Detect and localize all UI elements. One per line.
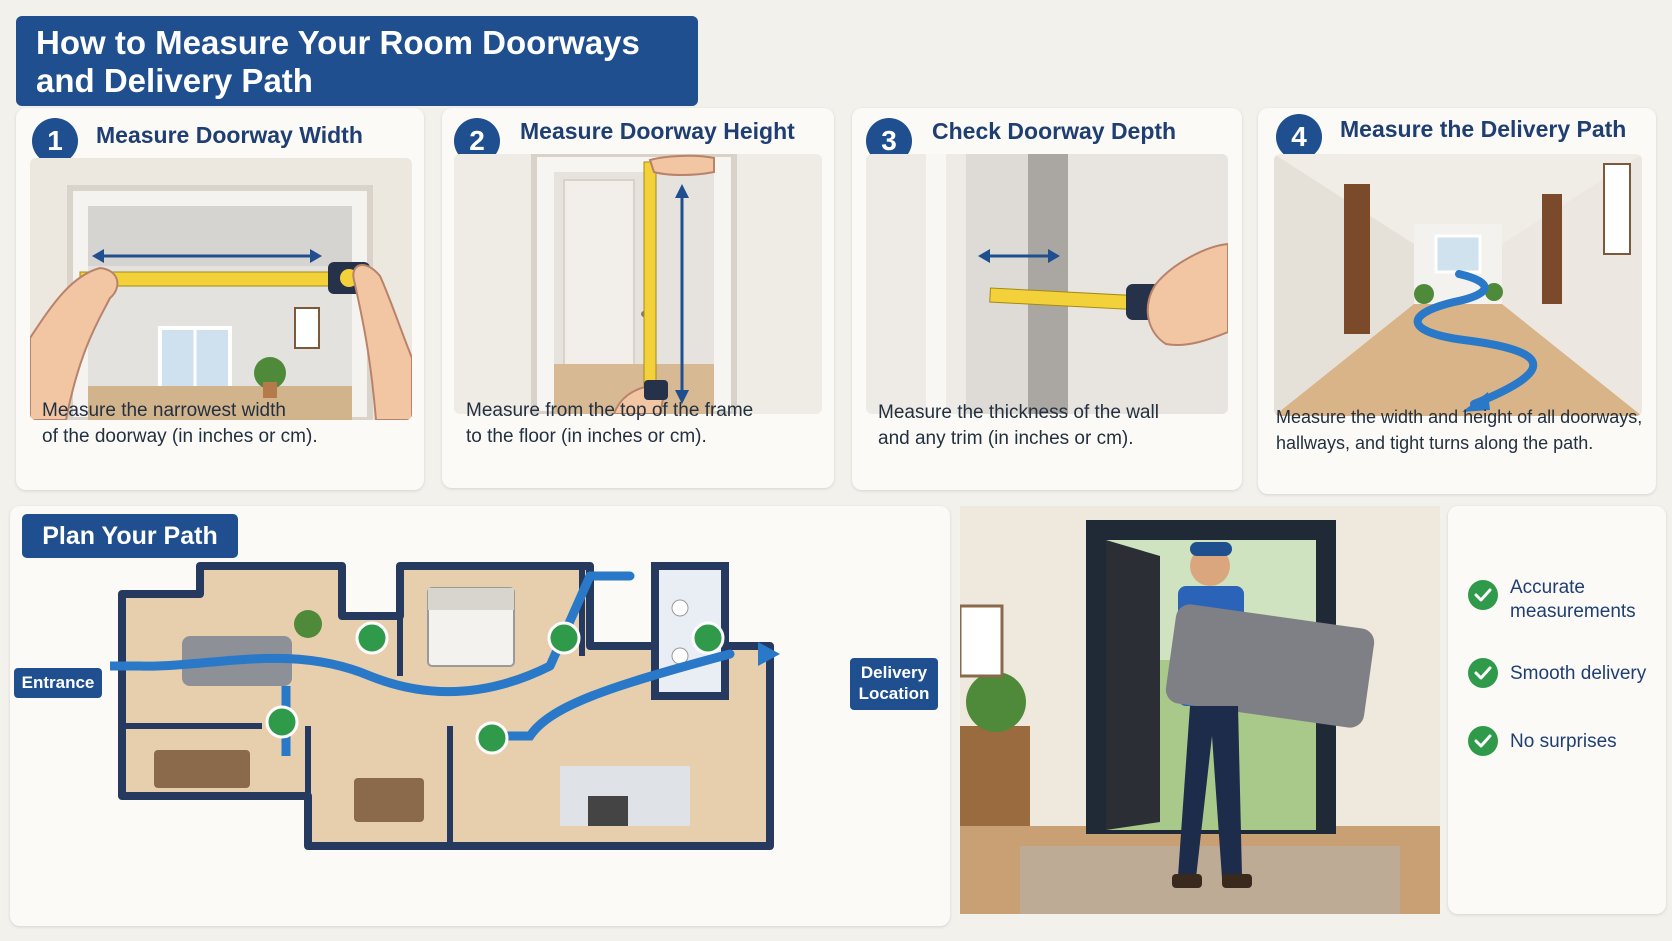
step-desc-4-line1: Measure the width and height of all door…	[1276, 407, 1643, 427]
plan-title: Plan Your Path	[22, 514, 238, 558]
step-title-4: Measure the Delivery Path	[1340, 116, 1627, 142]
step-desc-1-line2: of the doorway (in inches or cm).	[42, 426, 318, 447]
doorway-height-illustration	[454, 154, 822, 414]
delivery-label-line2: Location	[858, 684, 930, 703]
benefit-accurate: Accurate measurements	[1510, 576, 1636, 624]
doorway-depth-illustration	[866, 154, 1228, 414]
step-desc-3-line2: and any trim (in inches or cm).	[878, 428, 1134, 449]
step-card-3: 3 Check Doorway Depth Measure the thickn…	[852, 108, 1242, 490]
delivery-label-line1: Delivery	[860, 663, 928, 682]
page-title-line2: and Delivery Path	[36, 62, 313, 99]
step-number-1: 1	[32, 118, 78, 164]
title-banner: How to Measure Your Room Doorways and De…	[16, 16, 698, 106]
benefit-smooth-line1: Smooth delivery	[1510, 663, 1647, 684]
step-desc-3-line1: Measure the thickness of the wall	[878, 402, 1159, 423]
benefit-smooth: Smooth delivery	[1510, 662, 1646, 686]
page-title-line1: How to Measure Your Room Doorways	[36, 24, 640, 61]
benefit-no-surprises: No surprises	[1510, 730, 1617, 754]
step-desc-2: Measure from the top of the frame to the…	[466, 398, 753, 450]
benefits-panel	[1448, 506, 1666, 914]
entrance-label: Entrance	[14, 668, 102, 698]
step-desc-1-line1: Measure the narrowest width	[42, 400, 286, 421]
delivery-person-illustration	[960, 506, 1440, 914]
check-icon-accurate	[1468, 580, 1498, 610]
step-desc-4: Measure the width and height of all door…	[1276, 404, 1642, 456]
benefit-accurate-line1: Accurate	[1510, 577, 1585, 598]
step-card-1: 1 Measure Doorway Width Measure the narr…	[16, 108, 424, 490]
check-icon-smooth	[1468, 658, 1498, 688]
benefit-accurate-line2: measurements	[1510, 601, 1636, 622]
step-desc-2-line2: to the floor (in inches or cm).	[466, 426, 707, 447]
step-desc-2-line1: Measure from the top of the frame	[466, 400, 754, 421]
step-number-4: 4	[1276, 114, 1322, 160]
step-desc-3: Measure the thickness of the wall and an…	[878, 400, 1159, 452]
step-desc-1: Measure the narrowest width of the doorw…	[42, 398, 318, 450]
step-title-2: Measure Doorway Height	[520, 118, 795, 144]
doorway-width-illustration	[30, 158, 412, 420]
delivery-path-illustration	[1274, 154, 1642, 416]
check-icon-no-surprises	[1468, 726, 1498, 756]
floor-plan	[45, 521, 830, 876]
step-title-3: Check Doorway Depth	[932, 118, 1177, 144]
delivery-location-label: Delivery Location	[850, 658, 938, 710]
step-card-4: 4 Measure the Delivery Path Measure the …	[1258, 108, 1656, 494]
step-desc-4-line2: hallways, and tight turns along the path…	[1276, 433, 1594, 453]
benefit-no-surprises-line1: No surprises	[1510, 731, 1617, 752]
step-title-1: Measure Doorway Width	[96, 122, 363, 148]
step-card-2: 2 Measure Doorway Height Measure from th…	[442, 108, 834, 488]
